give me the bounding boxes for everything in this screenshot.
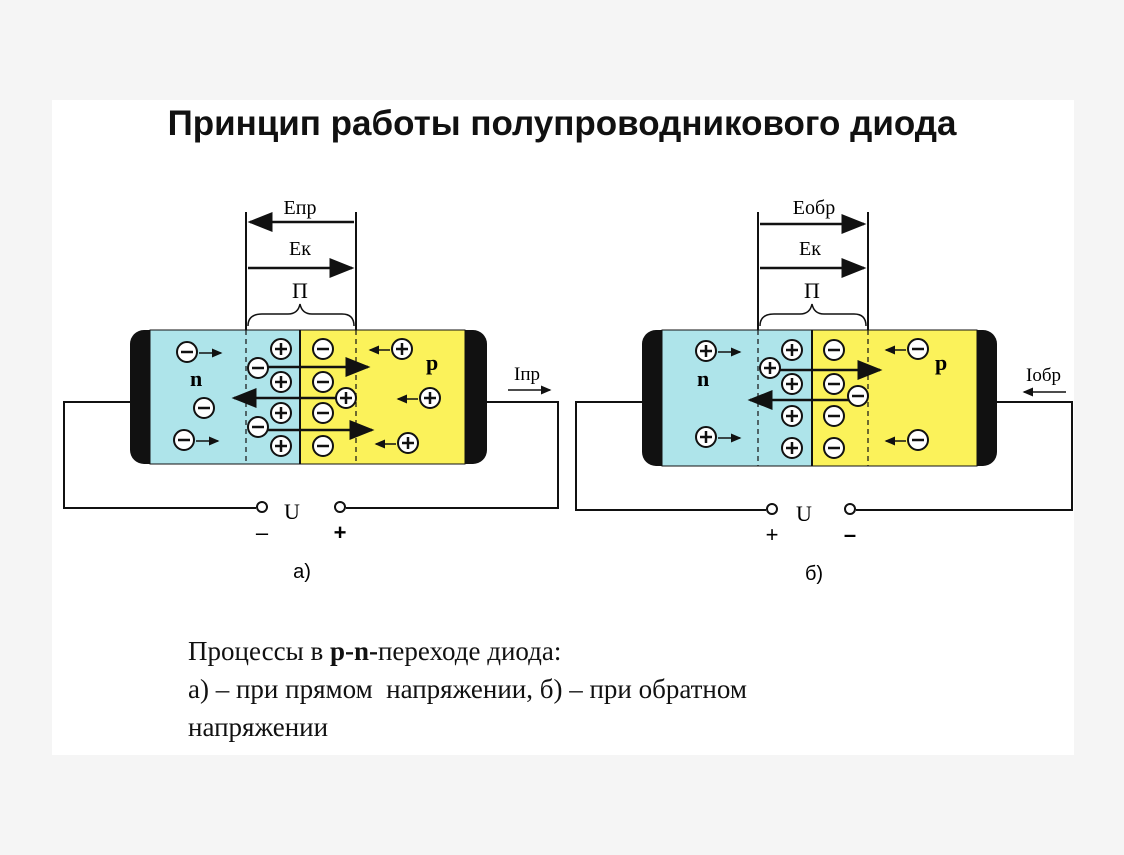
field-contact-label: Eк: [289, 238, 311, 260]
n-label-b: n: [697, 366, 709, 391]
terminal-minus-b: –: [844, 522, 856, 547]
junction-label: П: [292, 278, 308, 303]
hole-carriers-p: [335, 338, 441, 454]
voltage-label: U: [284, 499, 300, 524]
page-title: Принцип работы полупроводникового диода: [167, 104, 957, 143]
caption-line-1: Процессы в p-n-переходе диода:: [188, 636, 562, 666]
hole-carriers-n-b: [695, 340, 781, 448]
voltage-label-b: U: [796, 501, 812, 526]
terminal-minus: –: [256, 520, 269, 545]
junction-label-b: П: [804, 278, 820, 303]
terminal-plus: +: [334, 520, 347, 545]
donor-ions-b: [781, 339, 803, 459]
electron-carriers-p-b: [847, 338, 929, 451]
acceptor-ions-b: [823, 339, 845, 459]
donor-ions-a: [270, 338, 292, 457]
diagram-b: Eобр Eк П n p: [575, 197, 1073, 585]
electron-carriers-n: [173, 341, 269, 451]
current-label-b: Iобр: [1026, 365, 1061, 386]
p-label: p: [426, 350, 438, 375]
field-contact-label-b: Eк: [799, 238, 821, 260]
current-label: Iпр: [514, 364, 540, 385]
circuit-wire-left-b: [575, 401, 766, 511]
diagram-a: Eпр Eк П n p: [63, 197, 559, 583]
caption-line-3: напряжении: [188, 712, 329, 742]
n-label: n: [190, 366, 202, 391]
sublabel-b: б): [805, 563, 823, 585]
circuit-wire-left: [63, 401, 256, 509]
terminal-plus-b: +: [766, 522, 779, 547]
field-forward-label: Eпр: [284, 197, 317, 219]
p-label-b: p: [935, 350, 947, 375]
circuit-wire-right: [346, 401, 559, 509]
field-reverse-label: Eобр: [793, 197, 835, 219]
sublabel-a: а): [293, 561, 311, 583]
acceptor-ions-a: [312, 338, 334, 457]
caption: Процессы в p-n-переходе диода: а) – при …: [188, 632, 1008, 746]
caption-line-2: а) – при прямом напряжении, б) – при обр…: [188, 674, 747, 704]
circuit-wire-right-b: [856, 401, 1073, 511]
